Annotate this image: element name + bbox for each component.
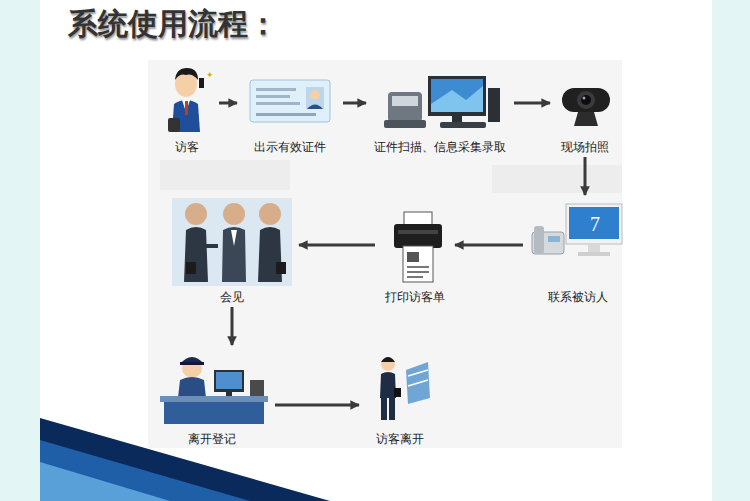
swoosh	[40, 462, 170, 501]
swoosh	[40, 418, 330, 501]
step-caption: 证件扫描、信息采集录取	[372, 140, 508, 154]
flow-step: 访客离开	[362, 348, 438, 446]
id-card-icon	[250, 80, 330, 122]
svg-text:7: 7	[590, 213, 600, 235]
scanner-computer-icon	[384, 76, 500, 128]
step-caption: 访客离开	[374, 432, 426, 446]
webcam-icon	[562, 88, 610, 126]
svg-text:✦: ✦	[206, 70, 214, 80]
slide-title: 系统使用流程：	[68, 4, 278, 45]
flow-arrow	[584, 157, 587, 195]
visitor-icon: ✦	[168, 68, 214, 132]
step-caption: 离开登记	[186, 432, 238, 446]
step-caption: 联系被访人	[546, 290, 610, 304]
phone-monitor-icon: 7	[532, 204, 622, 256]
flow-step: 证件扫描、信息采集录取	[369, 66, 511, 154]
guard-desk-icon	[160, 357, 268, 424]
flow-step: 离开登记	[152, 348, 272, 446]
flow-arrow	[219, 102, 237, 105]
flow-arrow	[275, 404, 359, 407]
flow-step: 访客	[158, 66, 216, 154]
flow-arrow	[343, 102, 366, 105]
step-caption: 访客	[173, 140, 201, 154]
panel-shade	[492, 165, 622, 193]
flow-arrow	[514, 102, 550, 105]
step-caption: 现场拍照	[559, 140, 611, 154]
flow-step: 联系被访人	[526, 198, 630, 304]
printer-icon	[394, 212, 442, 282]
diagram-panel	[148, 60, 622, 448]
step-caption: 会见	[218, 290, 246, 304]
flow-step: 会见	[168, 196, 296, 304]
flow-arrow	[455, 244, 523, 247]
panel-shade	[160, 160, 290, 190]
side-strip	[712, 0, 750, 501]
leaving-visitor-icon	[380, 357, 430, 420]
flow-arrow	[299, 244, 375, 247]
flow-step: 打印访客单	[378, 198, 452, 304]
swoosh	[40, 440, 250, 501]
step-caption: 出示有效证件	[252, 140, 328, 154]
step-caption: 打印访客单	[383, 290, 447, 304]
flow-step: 出示有效证件	[240, 66, 340, 154]
side-strip	[0, 0, 40, 501]
flow-step: 现场拍照	[553, 66, 617, 154]
flow-arrow	[231, 307, 234, 345]
meeting-icon	[172, 198, 292, 286]
